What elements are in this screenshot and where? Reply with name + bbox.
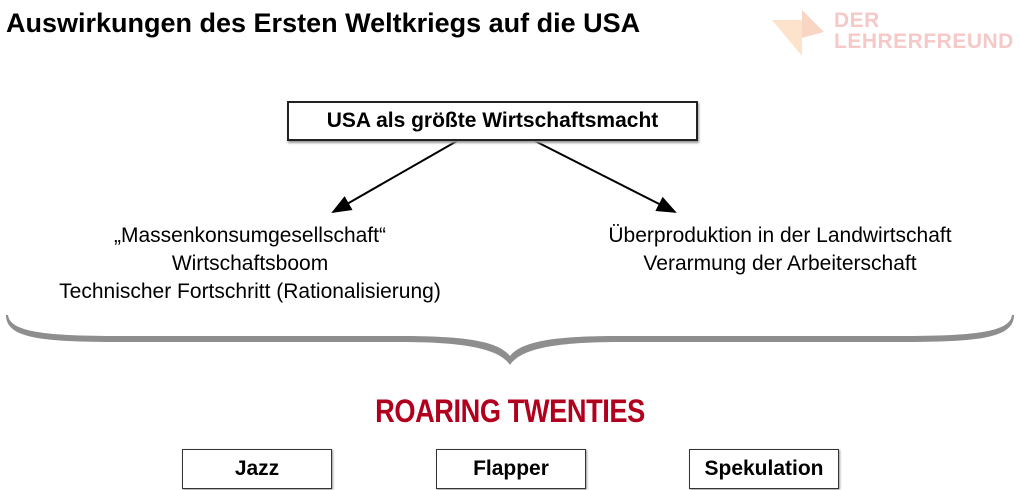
- right-effects: Überproduktion in der Landwirtschaft Ver…: [555, 222, 1005, 278]
- left-effects: „Massenkonsumgesellschaft“ Wirtschaftsbo…: [0, 222, 500, 306]
- top-box: USA als größte Wirtschaftsmacht: [287, 101, 698, 141]
- curly-brace: [6, 315, 1014, 365]
- page-title: Auswirkungen des Ersten Weltkriegs auf d…: [6, 8, 641, 38]
- box-spekulation: Spekulation: [689, 449, 839, 489]
- right-item: Überproduktion in der Landwirtschaft: [608, 224, 952, 247]
- right-item: Verarmung der Arbeiterschaft: [643, 252, 917, 275]
- left-item: Technischer Fortschritt (Rationalisierun…: [59, 280, 441, 303]
- arrow-right: [534, 140, 677, 213]
- box-jazz: Jazz: [182, 449, 332, 489]
- arrow-left: [331, 140, 458, 213]
- logo-icon: [772, 10, 824, 56]
- result-heading: ROARING TWENTIES: [375, 393, 645, 429]
- left-item: „Massenkonsumgesellschaft“: [114, 224, 386, 247]
- box-flapper: Flapper: [436, 449, 586, 489]
- left-item: Wirtschaftsboom: [171, 252, 329, 275]
